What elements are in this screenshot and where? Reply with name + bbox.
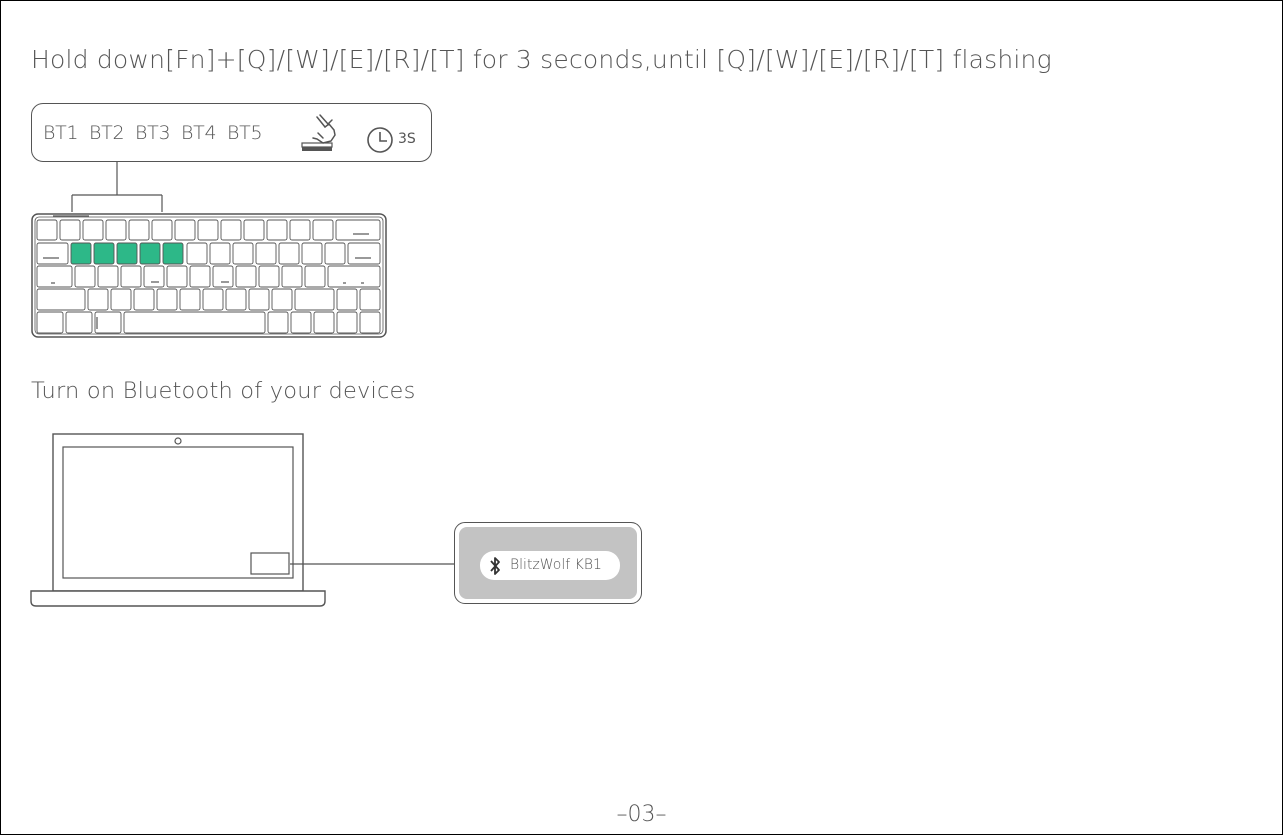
bt-channel-label: BT1 <box>43 122 79 144</box>
bt-channel-label: BT2 <box>89 122 125 144</box>
bt-channel-label: BT5 <box>227 122 263 144</box>
device-name: BlitzWolf KB1 <box>510 557 602 573</box>
callout-bracket <box>71 162 163 212</box>
bt-channel-list: BT1 BT2 BT3 BT4 BT5 <box>43 122 267 144</box>
connector-line <box>290 563 456 565</box>
bt-channel-label: BT3 <box>135 122 171 144</box>
device-entry[interactable]: BlitzWolf KB1 <box>480 551 620 580</box>
keyboard-illustration <box>31 213 387 338</box>
bluetooth-icon <box>490 557 500 575</box>
bt-channel-label: BT4 <box>181 122 217 144</box>
bluetooth-channel-callout: BT1 BT2 BT3 BT4 BT5 3S <box>31 103 432 162</box>
pairing-instruction: Hold down[Fn]+[Q]/[W]/[E]/[R]/[T] for 3 … <box>31 45 1052 74</box>
device-list-panel: BlitzWolf KB1 <box>459 527 637 599</box>
finger-press-key-icon <box>301 114 336 151</box>
clock-icon <box>367 127 393 153</box>
page-number: –03– <box>616 802 667 827</box>
laptop-illustration <box>30 433 326 607</box>
bluetooth-device-popup: BlitzWolf KB1 <box>454 522 642 604</box>
timer-label: 3S <box>398 131 416 147</box>
bluetooth-instruction: Turn on Bluetooth of your devices <box>31 378 416 404</box>
